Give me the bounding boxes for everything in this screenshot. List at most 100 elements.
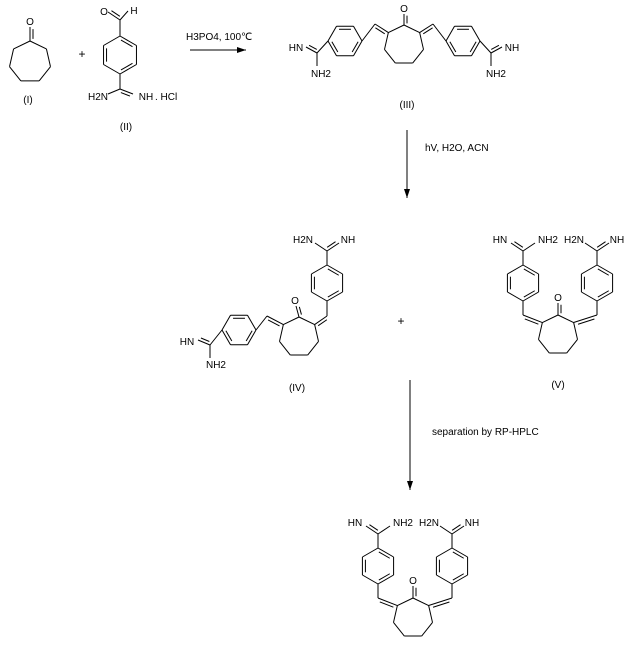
bond bbox=[9, 48, 15, 67]
bond bbox=[436, 574, 453, 585]
plus-sign: + bbox=[78, 47, 85, 61]
bond bbox=[523, 290, 536, 298]
bond bbox=[490, 46, 503, 54]
bond bbox=[377, 597, 398, 606]
bond bbox=[471, 40, 481, 56]
atom-label: O bbox=[554, 293, 562, 304]
bond bbox=[279, 341, 291, 356]
bond bbox=[225, 330, 233, 342]
atom-label: O bbox=[291, 296, 299, 307]
bond bbox=[120, 39, 133, 48]
atom-label: H2N bbox=[293, 235, 313, 246]
bond bbox=[13, 40, 31, 50]
bond bbox=[596, 241, 606, 248]
bond bbox=[29, 40, 47, 50]
bond bbox=[221, 315, 231, 331]
bond bbox=[524, 318, 539, 325]
bond bbox=[353, 26, 363, 42]
bond bbox=[369, 524, 379, 531]
reaction-arrow-step2: hV, H2O, ACN bbox=[404, 130, 489, 198]
atom-label: . HCl bbox=[155, 92, 177, 103]
bond bbox=[119, 88, 134, 95]
bond bbox=[119, 35, 137, 46]
bond bbox=[419, 32, 424, 50]
bond bbox=[9, 66, 22, 82]
bond bbox=[111, 10, 121, 17]
bond bbox=[428, 605, 433, 623]
bond bbox=[103, 35, 121, 46]
bond bbox=[267, 319, 280, 327]
bond bbox=[298, 316, 315, 325]
reaction-arrow-step3: separation by RP-HPLC bbox=[407, 380, 539, 490]
bond bbox=[308, 44, 318, 50]
reagents-step2: hV, H2O, ACN bbox=[425, 143, 489, 154]
bond bbox=[326, 241, 336, 248]
bond bbox=[432, 601, 450, 608]
bond bbox=[522, 291, 539, 302]
bond bbox=[538, 322, 543, 340]
bond bbox=[314, 315, 328, 325]
bond bbox=[311, 291, 328, 302]
bond bbox=[200, 337, 210, 342]
bond bbox=[596, 264, 613, 275]
bond bbox=[507, 264, 524, 275]
compound-label-III: (III) bbox=[400, 100, 415, 111]
atom-label: O bbox=[409, 576, 417, 587]
arrowhead-icon bbox=[237, 47, 246, 53]
bond bbox=[362, 547, 379, 558]
bond bbox=[597, 268, 610, 276]
bond bbox=[314, 324, 319, 342]
bond bbox=[298, 306, 302, 315]
bond bbox=[377, 547, 394, 558]
bond bbox=[393, 622, 405, 637]
bond bbox=[397, 597, 414, 606]
atom-label: O bbox=[26, 17, 34, 28]
bond bbox=[422, 27, 433, 35]
bond bbox=[596, 242, 610, 252]
bond bbox=[377, 525, 391, 535]
bond bbox=[295, 305, 300, 318]
arrowhead-icon bbox=[404, 189, 410, 198]
bond bbox=[490, 44, 500, 50]
bond bbox=[38, 66, 51, 82]
bond bbox=[314, 242, 328, 252]
atom-label: NH2 bbox=[538, 235, 558, 246]
bond bbox=[393, 605, 398, 623]
bond bbox=[436, 547, 453, 558]
arrowhead-icon bbox=[407, 481, 413, 490]
bond bbox=[573, 314, 598, 324]
bond bbox=[221, 329, 231, 345]
compound-label-I: (I) bbox=[23, 95, 32, 106]
bond bbox=[577, 318, 595, 325]
bond bbox=[522, 314, 543, 323]
bond bbox=[566, 339, 578, 354]
atom-label: NH2 bbox=[486, 69, 506, 80]
compound-label-V: (V) bbox=[551, 380, 564, 391]
bond bbox=[305, 46, 318, 54]
bond bbox=[439, 525, 453, 535]
plus-sign: + bbox=[397, 314, 404, 328]
bond bbox=[452, 573, 465, 581]
bond bbox=[245, 330, 253, 342]
compound-label-II: (II) bbox=[120, 122, 132, 133]
bond bbox=[327, 290, 340, 298]
bond bbox=[522, 264, 539, 275]
atom-label: NH2 bbox=[206, 360, 226, 371]
atom-label: H2N bbox=[88, 92, 108, 103]
bond bbox=[351, 41, 359, 53]
bond bbox=[384, 49, 396, 64]
bond bbox=[522, 242, 536, 252]
bond bbox=[523, 268, 536, 276]
bond bbox=[375, 27, 386, 35]
bond bbox=[542, 314, 559, 323]
atom-label: HN bbox=[180, 337, 194, 348]
bond bbox=[326, 291, 343, 302]
bond bbox=[197, 339, 211, 346]
bond bbox=[317, 319, 328, 327]
bond bbox=[479, 40, 492, 54]
bond bbox=[119, 64, 137, 75]
